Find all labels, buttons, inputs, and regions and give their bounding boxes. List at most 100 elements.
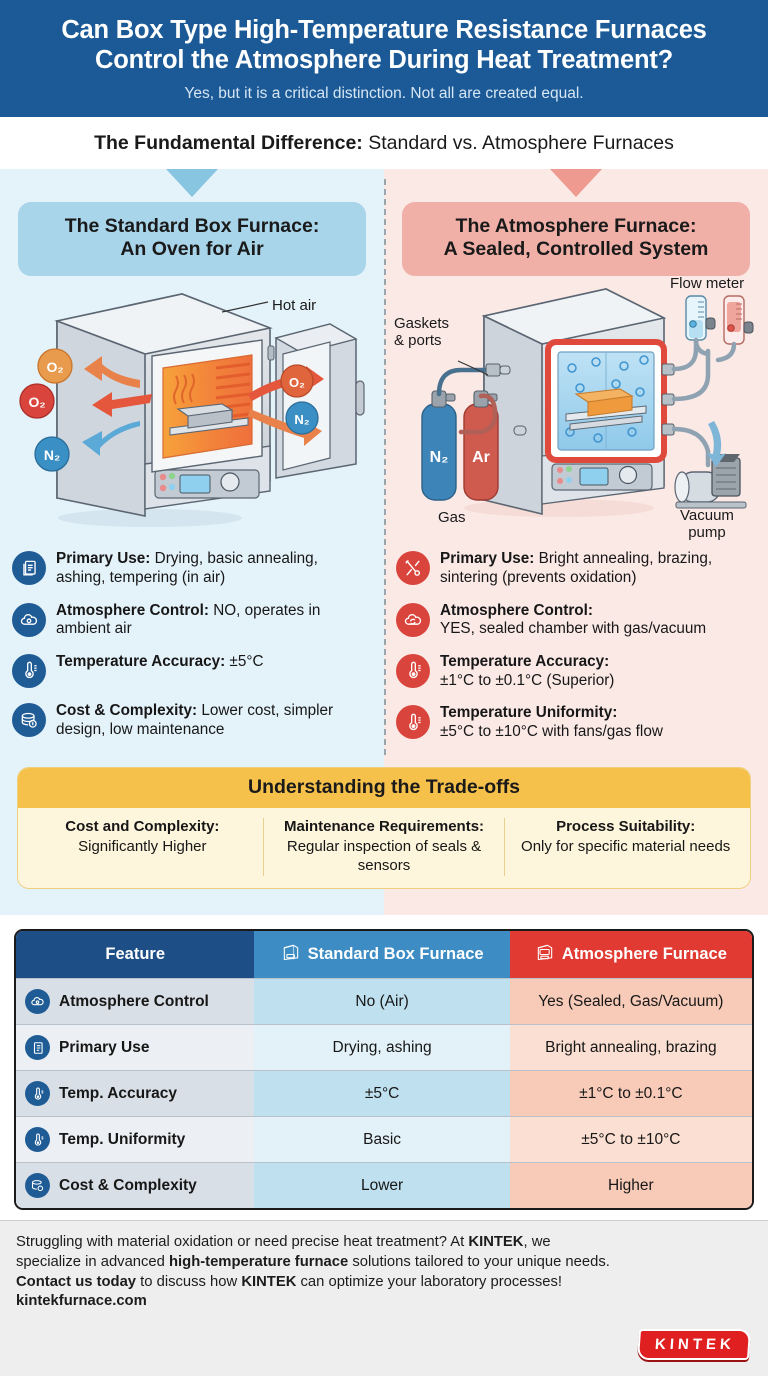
tools-icon	[396, 551, 430, 586]
bullet-label: Temperature Uniformity:	[440, 704, 618, 722]
row-feature: Temp. Accuracy	[16, 1070, 255, 1117]
bullet-text: Atmosphere Control: NO, operates in ambi…	[56, 602, 370, 639]
row-feature: Atmosphere Control	[16, 978, 255, 1025]
standard-furnace-column: The Standard Box Furnace: An Oven for Ai…	[0, 168, 384, 766]
bullet-value: YES, sealed chamber with gas/vacuum	[440, 620, 707, 638]
table-row: Temp. Accuracy ±5°C ±1°C to ±0.1°C	[16, 1070, 752, 1117]
furnace-icon	[281, 942, 301, 967]
hot-air-label: Hot air	[272, 297, 317, 315]
table-header-standard-label: Standard Box Furnace	[307, 945, 484, 964]
row-standard-value: Drying, ashing	[254, 1024, 510, 1071]
row-feature-label: Primary Use	[59, 1038, 150, 1056]
comparison-table: Feature Standard Box Furnace	[14, 929, 754, 1211]
standard-furnace-bullets: Primary Use: Drying, basic annealing, as…	[0, 544, 384, 739]
table-header-atmosphere: Atmosphere Furnace	[509, 931, 752, 979]
atmosphere-furnace-illustration: N₂ Ar	[384, 276, 768, 544]
bullet-label: Primary Use:	[440, 550, 535, 568]
coins-icon	[12, 702, 46, 737]
svg-text:N₂: N₂	[294, 412, 309, 427]
atmosphere-furnace-bullets: Primary Use: Bright annealing, brazing, …	[384, 544, 768, 741]
row-feature: Temp. Uniformity	[16, 1116, 255, 1163]
page-title: Can Box Type High-Temperature Resistance…	[18, 16, 750, 76]
svg-text:N₂: N₂	[430, 449, 449, 466]
bullet-value: ±5°C	[225, 652, 264, 670]
tradeoff-value: Only for specific material needs	[521, 838, 731, 856]
row-feature-label: Temp. Accuracy	[59, 1084, 178, 1102]
footer-website[interactable]: kintekfurnace.com	[16, 1293, 147, 1310]
bullet-cost-complexity: Cost & Complexity: Lower cost, simpler d…	[12, 702, 370, 739]
standard-furnace-title: The Standard Box Furnace: An Oven for Ai…	[18, 201, 366, 277]
table-row: Temp. Uniformity Basic ±5°C to ±10°C	[16, 1116, 752, 1163]
bullet-text: Temperature Accuracy: ±5°C	[56, 653, 264, 672]
document-icon	[12, 551, 46, 586]
comparison-table-section: Feature Standard Box Furnace	[0, 915, 768, 1221]
tradeoff-value: Regular inspection of seals & sensors	[286, 838, 482, 875]
down-arrow-icon-right	[384, 168, 768, 197]
bullet-text: Primary Use: Drying, basic annealing, as…	[56, 550, 370, 587]
title-line-1: Can Box Type High-Temperature Resistance…	[61, 16, 707, 44]
tradeoff-label: Cost and Complexity:	[65, 818, 220, 836]
row-atmosphere-value: Yes (Sealed, Gas/Vacuum)	[509, 978, 752, 1025]
down-arrow-icon-left	[0, 168, 384, 197]
coins-icon	[25, 1173, 50, 1199]
atmosphere-furnace-column: The Atmosphere Furnace: A Sealed, Contro…	[384, 168, 768, 766]
table-body: Atmosphere Control No (Air) Yes (Sealed,…	[16, 978, 752, 1209]
bullet-temperature-accuracy: Temperature Accuracy: ±5°C	[12, 653, 370, 688]
footer-text-1: Struggling with material oxidation or ne…	[16, 1234, 469, 1251]
thermometer-icon	[396, 705, 430, 740]
thermometer-icon	[25, 1081, 50, 1107]
row-feature-label: Temp. Uniformity	[59, 1130, 186, 1148]
cloud-gear-icon	[25, 989, 50, 1015]
vacuum-label-line-1: Vacuum	[680, 507, 734, 525]
column-divider	[384, 178, 386, 756]
atmosphere-title-line-2: A Sealed, Controlled System	[443, 238, 709, 261]
bullet-value: Bright annealing, brazing, sintering (pr…	[440, 550, 713, 586]
page-header: Can Box Type High-Temperature Resistance…	[0, 0, 768, 117]
bullet-text: Temperature Uniformity:±5°C to ±10°C wit…	[440, 704, 663, 741]
tradeoff-label: Maintenance Requirements:	[283, 818, 485, 836]
row-atmosphere-value: ±1°C to ±0.1°C	[509, 1070, 752, 1117]
footer-bold-3: Contact us today	[16, 1273, 137, 1290]
table-header-feature: Feature	[16, 931, 255, 979]
tradeoff-item: Cost and Complexity: Significantly Highe…	[22, 818, 263, 876]
footer-brand-1: KINTEK	[468, 1234, 524, 1251]
footer-bold-2: high-temperature furnace	[169, 1254, 349, 1270]
row-feature-label: Atmosphere Control	[59, 992, 209, 1010]
title-line-2: Control the Atmosphere During Heat Treat…	[94, 45, 674, 74]
bullet-primary-use: Primary Use: Drying, basic annealing, as…	[12, 550, 370, 587]
footer-text-2: , we specialize in advanced	[16, 1234, 551, 1270]
standard-title-line-1: The Standard Box Furnace:	[64, 214, 320, 237]
section-heading-bold: The Fundamental Difference:	[94, 131, 363, 154]
svg-text:O₂: O₂	[46, 359, 63, 375]
row-standard-value: Basic	[254, 1116, 510, 1163]
bullet-text: Temperature Accuracy:±1°C to ±0.1°C (Sup…	[440, 653, 614, 690]
table-row: Primary Use Drying, ashing Bright anneal…	[16, 1024, 752, 1071]
section-heading: The Fundamental Difference: Standard vs.…	[0, 116, 768, 169]
bullet-value: ±5°C to ±10°C with fans/gas flow	[440, 722, 663, 740]
footer-text-5: can optimize your laboratory processes!	[296, 1273, 563, 1290]
tradeoffs-heading: Understanding the Trade-offs	[18, 768, 750, 809]
tradeoff-value: Significantly Higher	[78, 838, 207, 856]
tradeoffs-section: Understanding the Trade-offs Cost and Co…	[0, 765, 768, 916]
row-feature: Cost & Complexity	[16, 1162, 255, 1209]
kintek-logo: KINTEK	[637, 1329, 752, 1360]
bullet-value: ±1°C to ±0.1°C (Superior)	[440, 671, 615, 689]
cloud-gear-icon	[12, 602, 46, 637]
svg-text:N₂: N₂	[44, 447, 60, 463]
row-standard-value: Lower	[254, 1162, 510, 1209]
svg-text:Ar: Ar	[472, 449, 490, 466]
row-feature-label: Cost & Complexity	[59, 1176, 197, 1194]
bullet-temperature-uniformity: Temperature Uniformity:±5°C to ±10°C wit…	[396, 704, 754, 741]
row-feature: Primary Use	[16, 1024, 255, 1071]
thermometer-icon	[25, 1127, 50, 1153]
table-header-atmosphere-label: Atmosphere Furnace	[561, 945, 727, 964]
bullet-text: Atmosphere Control: YES, sealed chamber …	[440, 602, 706, 639]
flow-meter-label: Flow meter	[670, 275, 745, 293]
row-atmosphere-value: Higher	[509, 1162, 752, 1209]
standard-furnace-illustration: O₂ O₂ N₂ O₂ N₂ Hot air	[0, 276, 384, 544]
cloud-cycle-icon	[396, 602, 430, 637]
table-header: Feature Standard Box Furnace	[16, 931, 752, 979]
gaskets-label-line-1: Gaskets	[394, 315, 450, 333]
page-subtitle: Yes, but it is a critical distinction. N…	[184, 84, 584, 102]
